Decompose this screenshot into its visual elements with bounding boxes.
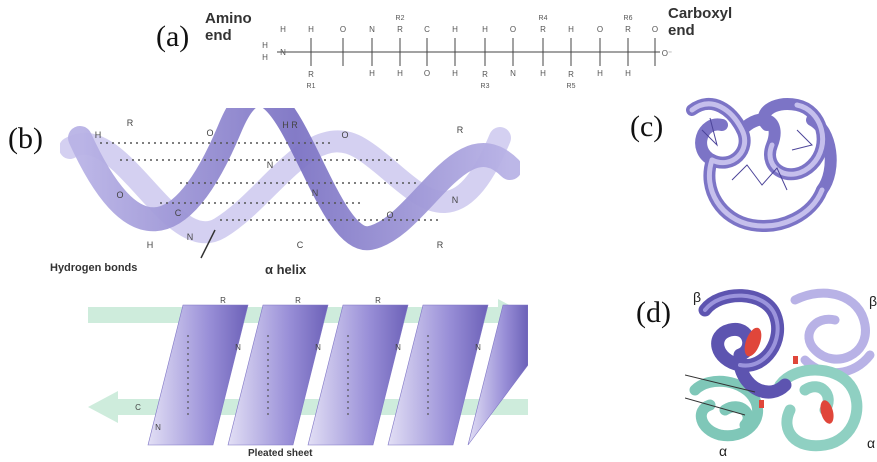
panel-c-label: (c) <box>630 110 664 143</box>
subunit-alpha-2: α <box>867 435 875 451</box>
svg-text:N: N <box>267 160 274 170</box>
residue-r4: R4 <box>539 15 548 22</box>
svg-text:N: N <box>312 188 319 198</box>
amino-end-line2: end <box>205 27 232 44</box>
svg-text:R: R <box>397 25 403 34</box>
quaternary-structure-diagram: β β α α <box>685 288 877 459</box>
svg-text:H: H <box>482 25 488 34</box>
svg-text:R: R <box>437 240 444 250</box>
svg-text:H: H <box>95 130 102 140</box>
alpha-helix-diagram: H R O H R O R O C N N O N H N C R <box>60 108 520 251</box>
svg-text:N: N <box>510 69 516 78</box>
svg-text:O: O <box>116 190 123 200</box>
svg-text:R: R <box>482 70 488 79</box>
svg-text:C: C <box>424 25 430 34</box>
svg-text:O: O <box>341 130 348 140</box>
svg-text:C: C <box>297 240 304 250</box>
svg-text:N: N <box>369 25 375 34</box>
residue-r3: R3 <box>481 83 490 90</box>
hydrogen-bonds-pointer <box>200 229 216 259</box>
residue-r6: R6 <box>624 15 633 22</box>
subunit-beta-1: β <box>693 289 701 305</box>
svg-text:H: H <box>452 25 458 34</box>
svg-text:O: O <box>206 128 213 138</box>
pleated-sheet-label: Pleated sheet <box>248 448 313 459</box>
svg-text:H: H <box>369 69 375 78</box>
svg-text:H: H <box>540 69 546 78</box>
svg-text:R: R <box>220 296 226 305</box>
subunit-alpha-1: α <box>719 443 727 459</box>
svg-text:O: O <box>652 25 658 34</box>
svg-text:H: H <box>625 69 631 78</box>
svg-text:H: H <box>568 25 574 34</box>
svg-text:O: O <box>424 69 430 78</box>
svg-text:N: N <box>475 343 481 352</box>
svg-text:R: R <box>540 25 546 34</box>
svg-text:O: O <box>510 25 516 34</box>
svg-text:R: R <box>375 296 381 305</box>
carboxyl-end-line1: Carboxyl <box>668 5 733 22</box>
alpha-helix-label: α helix <box>265 262 307 277</box>
residue-r5: R5 <box>567 83 576 90</box>
peptide-chain-diagram: HH NH HR O HN RH OC HH HR ON RH HR OH RH… <box>262 15 672 90</box>
residue-r1: R1 <box>307 83 316 90</box>
tertiary-structure-diagram <box>686 98 837 232</box>
svg-text:N: N <box>187 232 194 242</box>
svg-text:H: H <box>147 240 154 250</box>
svg-text:H: H <box>262 41 268 50</box>
carboxyl-end-line2: end <box>668 22 695 39</box>
panel-b-label: (b) <box>8 122 43 155</box>
svg-text:R: R <box>295 296 301 305</box>
panel-d-label: (d) <box>636 296 671 329</box>
svg-text:N: N <box>452 195 459 205</box>
svg-text:N: N <box>395 343 401 352</box>
pleated-sheet-diagram: R R R C N N N N N <box>88 296 528 446</box>
subunit-beta-2: β <box>869 293 877 309</box>
hydrogen-bonds-label: Hydrogen bonds <box>50 262 138 274</box>
svg-text:R: R <box>625 25 631 34</box>
residue-r2: R2 <box>396 15 405 22</box>
svg-text:R: R <box>127 118 134 128</box>
svg-text:H: H <box>452 69 458 78</box>
svg-text:O⁻: O⁻ <box>662 49 672 58</box>
amino-end-label: Amino end <box>205 10 252 44</box>
svg-text:O: O <box>340 25 346 34</box>
svg-text:O: O <box>386 210 393 220</box>
svg-text:C: C <box>175 208 182 218</box>
svg-text:H: H <box>597 69 603 78</box>
svg-text:H: H <box>397 69 403 78</box>
svg-text:C: C <box>135 403 141 412</box>
svg-text:R: R <box>308 70 314 79</box>
svg-text:H R: H R <box>282 120 298 130</box>
svg-text:R: R <box>568 70 574 79</box>
svg-text:H: H <box>280 25 286 34</box>
svg-text:N: N <box>315 343 321 352</box>
svg-text:N: N <box>155 423 161 432</box>
svg-text:H: H <box>308 25 314 34</box>
svg-text:N: N <box>235 343 241 352</box>
svg-text:R: R <box>457 125 464 135</box>
amino-end-line1: Amino <box>205 10 252 27</box>
carboxyl-end-label: Carboxyl end <box>668 5 732 39</box>
svg-text:H: H <box>262 53 268 62</box>
panel-a-label: (a) <box>156 20 190 53</box>
svg-text:N: N <box>280 48 286 57</box>
svg-text:O: O <box>597 25 603 34</box>
